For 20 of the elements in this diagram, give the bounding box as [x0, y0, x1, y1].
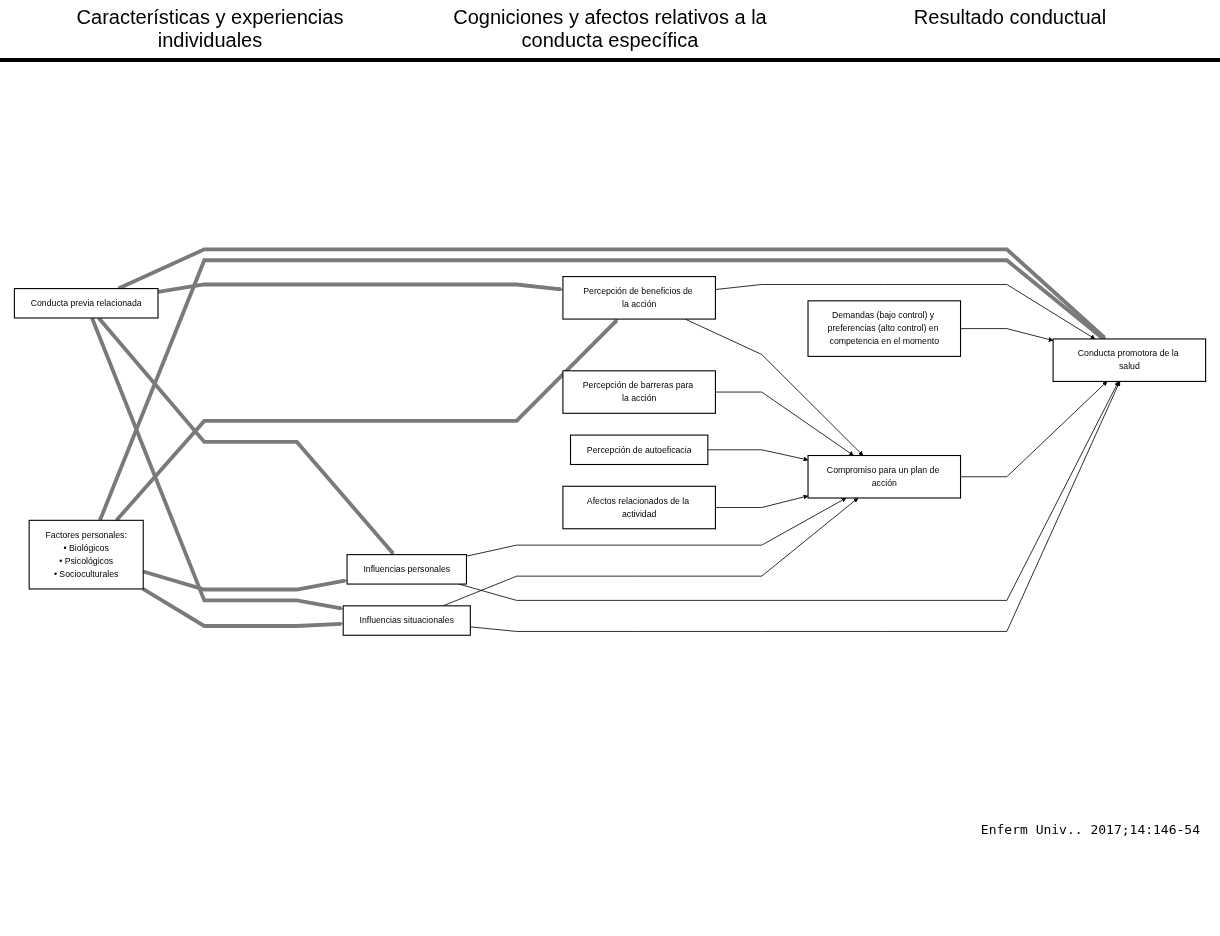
arrow: [142, 587, 344, 628]
node-box: Compromiso para un plan de acción: [807, 454, 962, 499]
node-box: Influencias personales: [346, 553, 467, 585]
node-box: Factores personales: • Biológicos • Psicológicos • Socioculturales: [28, 519, 144, 590]
node-box: Afectos relacionados de la actividad: [562, 485, 716, 529]
arrow: [90, 316, 344, 611]
node-box: Percepción de barreras para la acción: [562, 369, 716, 414]
arrow: [98, 258, 1104, 521]
node-box: Conducta previa relacionada: [13, 287, 159, 319]
node-box: Percepción de beneficios de la acción: [562, 275, 716, 320]
node-box: Influencias situacionales: [342, 605, 471, 636]
column-heading: Resultado conductual: [912, 6, 1108, 30]
node-box: Conducta promotora de la salud: [1052, 338, 1207, 382]
arrow: [115, 318, 619, 522]
source-caption: Enferm Univ.. 2017;14:146-54: [979, 822, 1201, 837]
node-box: Percepción de autoeficacia: [569, 434, 709, 465]
column-heading: Características y experiencias individuales: [75, 6, 345, 52]
column-heading: Cogniciones y afectos relativos a la conducta específica: [452, 6, 768, 52]
arrow: [97, 316, 395, 555]
node-box: Demandas (bajo control) y preferencias (alto control) en competencia en el momento: [807, 299, 962, 357]
